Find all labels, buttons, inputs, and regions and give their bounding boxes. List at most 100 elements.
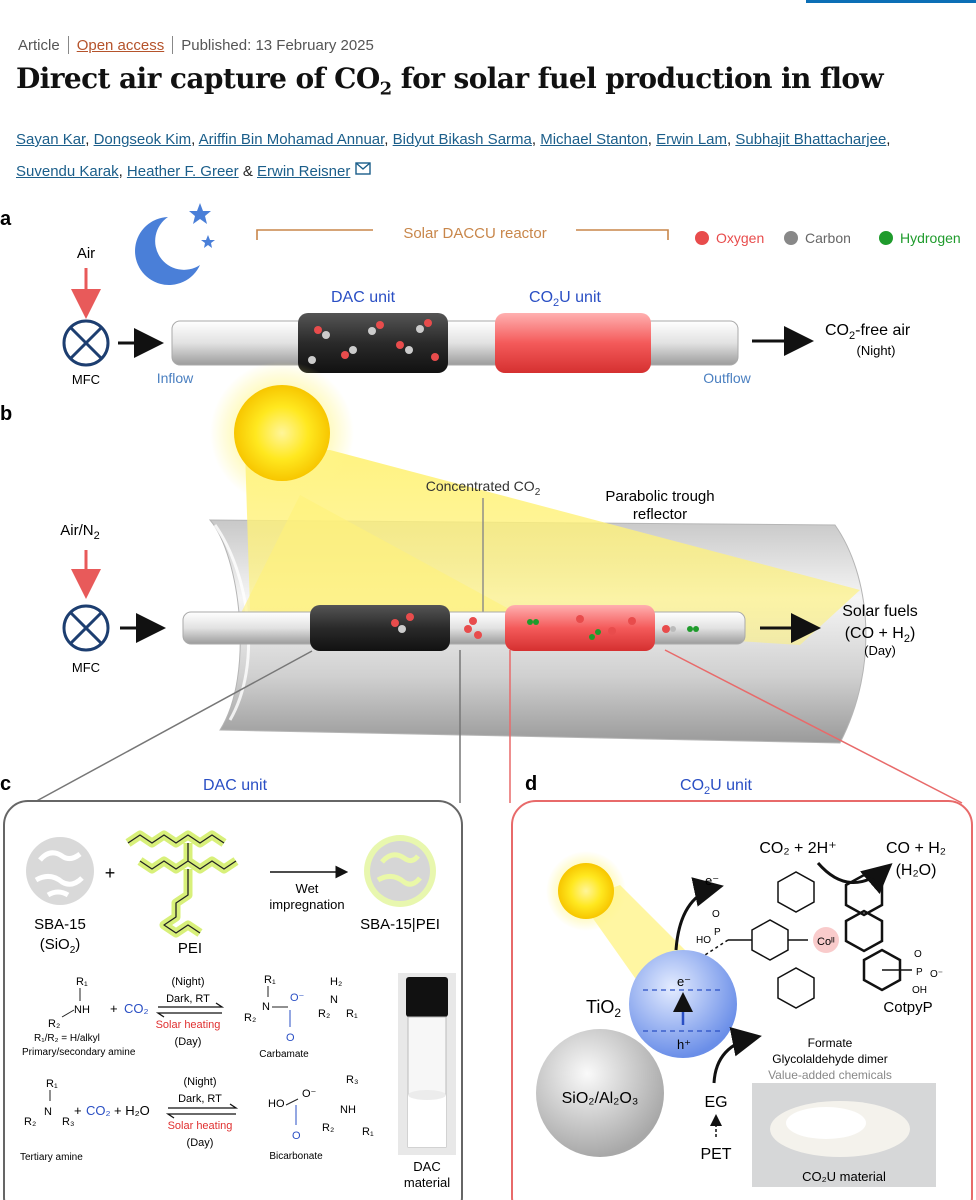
svg-text:N: N [44,1106,52,1118]
catalyst-label: CotpyP [883,999,932,1016]
plus-sign: + [110,1001,118,1016]
plus-sign: + [74,1103,82,1118]
inflow-label: Inflow [157,370,194,386]
author-link[interactable]: Subhajit Bhattacharjee [735,131,886,148]
svg-text:R₂: R₂ [48,1018,60,1030]
electron-label: e⁻ [677,974,691,989]
author-link[interactable]: Erwin Lam [656,131,727,148]
svg-text:N: N [330,994,338,1006]
svg-text:O: O [292,1130,301,1142]
day-label: (Day) [175,1036,202,1048]
co2-label: CO₂ [86,1103,111,1118]
impregnation-label: impregnation [269,897,344,912]
article-meta: Article Open access Published: 13 Februa… [18,36,374,54]
svg-text:P: P [714,927,721,938]
sba15-pei-particle-icon [364,835,436,907]
primary-amine-label: Primary/secondary amine [22,1047,136,1058]
author-link[interactable]: Sayan Kar [16,131,85,148]
svg-text:NH: NH [74,1004,90,1016]
air-label: Air [77,245,95,262]
dac-unit-label: DAC unit [331,289,396,306]
svg-text:N: N [262,1001,270,1013]
reaction-left-label: CO₂ + 2H⁺ [759,840,836,857]
value-added-label: Value-added chemicals [768,1068,892,1082]
moon-icon [135,217,200,285]
legend-hydrogen: Hydrogen [900,230,961,246]
svg-text:O⁻: O⁻ [302,1088,317,1100]
legend-carbon-swatch [784,231,798,245]
mfc-icon [64,606,108,650]
dac-material-label-2: material [404,1175,450,1190]
author-link[interactable]: Bidyut Bikash Sarma [393,131,532,148]
panel-letter: d [525,773,537,795]
sun-icon [558,863,614,919]
open-access-link[interactable]: Open access [77,37,165,54]
svg-text:P: P [916,967,923,978]
panel-d: d CO2U unit CO₂ + 2H⁺ CO + H₂ (H₂O) SiO₂… [512,773,972,1200]
svg-text:R₃: R₃ [62,1116,74,1128]
author-link[interactable]: Dongseok Kim [94,131,192,148]
eg-label: EG [704,1094,727,1111]
mfc-label: MFC [72,660,100,675]
co2u-material-label: CO₂U material [802,1169,886,1184]
author-link[interactable]: Ariffin Bin Mohamad Annuar [199,131,385,148]
star-icon [201,235,215,248]
cobalt-label: Coᴵᴵ [817,936,835,948]
night-label: (Night) [171,976,204,988]
reaction-right-label-1: CO + H₂ [886,840,946,857]
svg-text:NH: NH [340,1104,356,1116]
sba15-particle-icon [26,837,94,905]
trough-label-2: reflector [633,506,687,523]
author-link[interactable]: Suvendu Karak [16,163,119,180]
panel-letter: c [0,773,11,795]
sba15-pei-label: SBA-15|PEI [360,916,440,933]
panel-c: c DAC unit SBA-15 (SiO2) + PEI Wet impre… [0,773,462,1200]
article-title: Direct air capture of CO2 for solar fuel… [16,62,883,100]
pet-label: PET [700,1146,731,1163]
svg-text:R₃: R₃ [346,1074,358,1086]
svg-text:R₁: R₁ [346,1008,358,1020]
svg-text:R₂: R₂ [318,1008,330,1020]
panel-letter: b [0,403,12,425]
svg-text:R₁: R₁ [362,1126,374,1138]
article-type: Article [18,37,60,54]
email-icon[interactable] [355,162,371,175]
trough-label-1: Parabolic trough [605,488,714,505]
co2-free-air-label: CO2-free air [825,322,911,342]
svg-text:O: O [914,949,922,960]
legend-carbon: Carbon [805,230,851,246]
solar-heating-label: Solar heating [168,1120,233,1132]
author-link[interactable]: Michael Stanton [540,131,648,148]
panel-b: b Concentrated CO2 Parabolic trough refl… [0,361,962,810]
sun-icon [234,385,330,481]
author-link[interactable]: Heather F. Greer [127,163,239,180]
plus-sign: + [105,863,116,883]
svg-text:OH: OH [912,985,927,996]
author-link[interactable]: Erwin Reisner [257,163,350,180]
top-accent-bar [806,0,976,3]
svg-text:R₂: R₂ [24,1116,36,1128]
co2u-panel-title: CO2U unit [680,777,752,797]
co2u-unit-block [495,313,651,373]
published-date: Published: 13 February 2025 [181,37,374,54]
svg-text:O: O [712,909,720,920]
panel-a: a Solar DACCU reactor Oxygen Carbon Hydr… [0,203,961,387]
dac-material-photo [398,973,456,1155]
tertiary-amine-label: Tertiary amine [20,1152,83,1163]
co2u-unit-label: CO2U unit [529,289,601,309]
svg-text:O⁻: O⁻ [290,992,305,1004]
svg-text:R₂: R₂ [244,1012,256,1024]
svg-text:R₁: R₁ [46,1078,58,1090]
formate-label: Formate [808,1036,853,1050]
legend-oxygen: Oxygen [716,230,764,246]
dark-rt-label: Dark, RT [166,993,210,1005]
svg-text:O: O [286,1032,295,1044]
ampersand: & [243,163,253,180]
dac-material-label-1: DAC [413,1159,440,1174]
reactor-label: Solar DACCU reactor [403,225,546,242]
svg-text:R₂: R₂ [322,1122,334,1134]
pei-label: PEI [178,940,202,957]
co2-label: CO₂ [124,1001,149,1016]
hole-label: h⁺ [677,1037,691,1052]
svg-text:HO: HO [696,935,711,946]
